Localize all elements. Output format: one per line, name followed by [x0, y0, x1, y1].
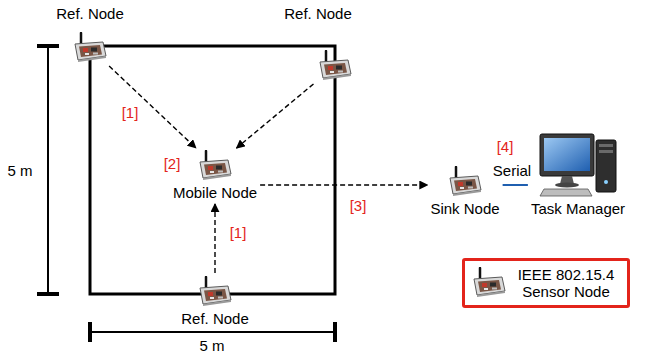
node-label: Ref. Node — [284, 5, 352, 22]
dimension-line — [90, 331, 335, 333]
callout-number: [2] — [162, 155, 183, 172]
dimension-cap — [88, 322, 92, 342]
ref-node: Ref. Node — [56, 5, 124, 64]
callout-number: [1] — [120, 104, 141, 121]
callout-number: [4] — [495, 138, 516, 155]
sensor-icon — [317, 50, 353, 82]
dimension-label: 5 m — [5, 162, 34, 179]
node-label: Sink Node — [430, 200, 499, 217]
node-label: Mobile Node — [173, 184, 257, 201]
callout-number: [3] — [348, 197, 369, 214]
link-label: Serial — [491, 162, 533, 179]
computer-icon — [538, 132, 618, 198]
room-outline — [90, 46, 335, 294]
connector — [109, 66, 196, 148]
legend-icon — [471, 267, 507, 299]
dimension-line — [47, 46, 49, 294]
computer-node: Task Manager — [531, 132, 625, 217]
node-label: Ref. Node — [56, 5, 124, 22]
legend-box: IEEE 802.15.4 Sensor Node — [462, 258, 630, 308]
dimension-cap — [37, 292, 59, 296]
connector — [503, 184, 528, 186]
sink-node: Sink Node — [430, 166, 499, 217]
sensor-icon — [197, 150, 233, 182]
node-label: Ref. Node — [181, 310, 249, 327]
dimension-cap — [333, 322, 337, 342]
connector — [214, 204, 215, 273]
dimension-cap — [37, 44, 59, 48]
callout-number: [1] — [228, 224, 249, 241]
ref-node: Ref. Node — [284, 5, 352, 82]
ref-node: Ref. Node — [181, 276, 249, 327]
connector — [260, 184, 427, 185]
sensor-icon — [197, 276, 233, 308]
legend-label: IEEE 802.15.4 Sensor Node — [511, 266, 621, 300]
dimension-label: 5 m — [197, 337, 226, 354]
mobile-node: Mobile Node — [173, 150, 257, 201]
sensor-icon — [447, 166, 483, 198]
connector — [237, 84, 314, 148]
node-label: Task Manager — [531, 200, 625, 217]
sensor-icon — [72, 32, 108, 64]
